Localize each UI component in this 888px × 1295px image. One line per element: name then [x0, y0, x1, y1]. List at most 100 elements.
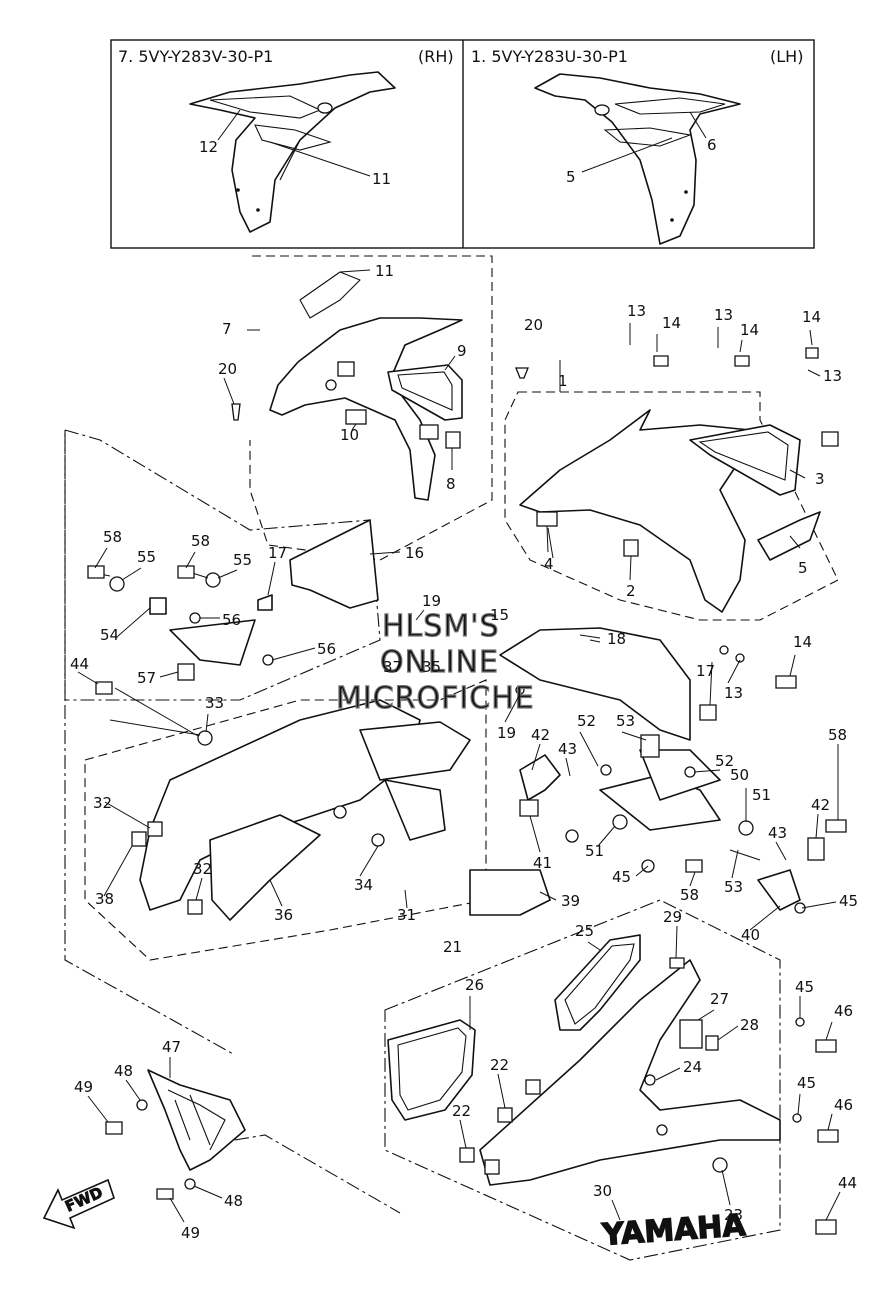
callout-9: 9	[457, 342, 467, 360]
leader-lines	[77, 323, 841, 1223]
callout-17-a: 17	[268, 544, 287, 562]
fwd-arrow-icon: FWD	[42, 1178, 115, 1230]
callout-37: 37	[383, 658, 402, 676]
callout-47: 47	[162, 1038, 181, 1056]
callout-18: 18	[607, 630, 626, 648]
callout-32-a: 32	[93, 794, 112, 812]
rh-side-cowl-drawing	[189, 71, 396, 233]
callout-51-a: 51	[752, 786, 771, 804]
callout-51-b: 51	[585, 842, 604, 860]
callout-34: 34	[354, 876, 373, 894]
callout-48-b: 48	[224, 1192, 243, 1210]
callout-19-a: 19	[422, 592, 441, 610]
callout-14-a: 14	[662, 314, 681, 332]
callout-55-b: 55	[233, 551, 252, 569]
callout-8: 8	[446, 475, 456, 493]
callout-13-d: 13	[724, 684, 743, 702]
callout-17-b: 17	[696, 662, 715, 680]
callout-32-b: 32	[193, 860, 212, 878]
watermark-line3: MICROFICHE	[336, 681, 535, 716]
callout-52-b: 52	[715, 752, 734, 770]
lh-side-label: (LH)	[770, 47, 803, 66]
callout-38: 38	[95, 890, 114, 908]
header-box: 7. 5VY-Y283V-30-P1 (RH) 1. 5VY-Y283U-30-…	[110, 39, 815, 249]
callout-24: 24	[683, 1058, 702, 1076]
lh-part-number: 1. 5VY-Y283U-30-P1	[471, 47, 628, 66]
callout-48-a: 48	[114, 1062, 133, 1080]
callout-28: 28	[740, 1016, 759, 1034]
callout-45-c: 45	[795, 978, 814, 996]
watermark-line2: ONLINE	[380, 645, 499, 680]
callout-44-a: 44	[70, 655, 89, 673]
callout-29: 29	[663, 908, 682, 926]
callout-39: 39	[561, 892, 580, 910]
callout-52-a: 52	[577, 712, 596, 730]
callout-7: 7	[222, 320, 232, 338]
callout-22-b: 22	[452, 1102, 471, 1120]
callout-56-b: 56	[317, 640, 336, 658]
callout-53-a: 53	[616, 712, 635, 730]
callout-50: 50	[730, 766, 749, 784]
lh-side-cowl-drawing	[534, 73, 741, 245]
callout-14-d: 14	[793, 633, 812, 651]
callout-19-b: 19	[497, 724, 516, 742]
callout-5-header: 5	[566, 168, 576, 186]
callout-49-a: 49	[74, 1078, 93, 1096]
callout-58-a: 58	[103, 528, 122, 546]
callout-41: 41	[533, 854, 552, 872]
callout-46-a: 46	[834, 1002, 853, 1020]
callout-5: 5	[798, 559, 808, 577]
lh-upper-cowl-group	[504, 347, 839, 621]
right-bolts	[87, 431, 847, 1235]
callout-15: 15	[490, 606, 509, 624]
inner-panel-right-group	[499, 627, 717, 741]
callout-16: 16	[405, 544, 424, 562]
callout-1: 1	[558, 372, 568, 390]
lower-cowl-group	[384, 899, 781, 1261]
callout-labels: 1 2 3 4 5 5 6 7 8 9 10 11 11 12 13 13 13…	[70, 136, 858, 1242]
callout-20-a: 20	[218, 360, 237, 378]
callout-30: 30	[593, 1182, 612, 1200]
callout-3: 3	[815, 470, 825, 488]
callout-53-b: 53	[724, 878, 743, 896]
callout-36: 36	[274, 906, 293, 924]
callout-6: 6	[707, 136, 717, 154]
callout-56-a: 56	[222, 611, 241, 629]
callout-26: 26	[465, 976, 484, 994]
rh-part-number: 7. 5VY-Y283V-30-P1	[118, 47, 273, 66]
callout-21: 21	[443, 938, 462, 956]
rh-side-label: (RH)	[418, 47, 454, 66]
callout-4: 4	[544, 555, 554, 573]
callout-43-b: 43	[768, 824, 787, 842]
callout-45-a: 45	[612, 868, 631, 886]
yamaha-decal-text: YAMAHA	[600, 1208, 747, 1253]
callout-58-b: 58	[191, 532, 210, 550]
callout-58-d: 58	[680, 886, 699, 904]
watermark: HLSM'S ONLINE MICROFICHE	[335, 608, 535, 716]
callout-2: 2	[626, 582, 636, 600]
callout-33: 33	[205, 694, 224, 712]
callout-42-a: 42	[531, 726, 550, 744]
callout-40: 40	[741, 926, 760, 944]
callout-14-b: 14	[740, 321, 759, 339]
yamaha-decal: YAMAHA	[599, 1207, 748, 1253]
callout-25: 25	[575, 922, 594, 940]
callout-45-b: 45	[839, 892, 858, 910]
callout-11: 11	[375, 262, 394, 280]
rh-upper-cowl-group	[223, 255, 493, 561]
callout-55-a: 55	[137, 548, 156, 566]
callout-58-c: 58	[828, 726, 847, 744]
callout-23: 23	[724, 1206, 743, 1224]
callout-11-header: 11	[372, 170, 391, 188]
callout-46-b: 46	[834, 1096, 853, 1114]
callout-54: 54	[100, 626, 119, 644]
watermark-line1: HLSM'S	[382, 609, 500, 644]
callout-13-b: 13	[714, 306, 733, 324]
front-stay-group	[64, 430, 401, 1214]
callout-43-a: 43	[558, 740, 577, 758]
callout-27: 27	[710, 990, 729, 1008]
callout-45-d: 45	[797, 1074, 816, 1092]
callout-31: 31	[397, 906, 416, 924]
callout-42-b: 42	[811, 796, 830, 814]
